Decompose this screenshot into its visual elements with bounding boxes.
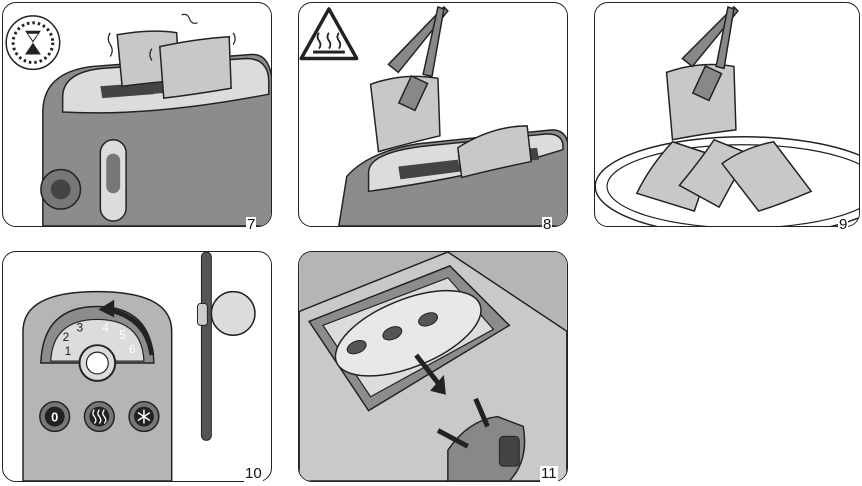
step-number-10: 10: [244, 465, 263, 482]
browning-knob[interactable]: [78, 344, 117, 382]
step-8-panel: [298, 2, 568, 227]
hot-surface-warning-icon: [299, 7, 359, 61]
step-7-panel: [2, 2, 272, 227]
toaster-popping-illustration: [5, 13, 271, 226]
stop-button[interactable]: 0: [39, 400, 71, 433]
step-10-panel: 1 2 3 4 5 6 0: [2, 251, 272, 482]
step-9-panel: [594, 2, 860, 227]
step-number-9: 9: [838, 216, 849, 233]
reheat-waves-icon: [92, 409, 107, 424]
defrost-snowflake-icon: [137, 409, 151, 424]
step-number-7: 7: [246, 216, 257, 233]
step-number-8: 8: [542, 216, 553, 233]
reheat-button[interactable]: [83, 400, 115, 433]
dial-level-6: 6: [129, 342, 136, 356]
control-panel-illustration: 1 2 3 4 5 6 0: [22, 252, 256, 481]
dial-level-1: 1: [65, 344, 72, 358]
step-number-11: 11: [540, 465, 558, 482]
stop-button-label: 0: [51, 410, 58, 425]
defrost-button[interactable]: [128, 400, 160, 433]
tongs-lifting-toast-illustration: [299, 5, 567, 226]
timer-hourglass-icon: [5, 15, 61, 71]
toast-on-plate-illustration: [595, 5, 859, 226]
dial-level-4: 4: [102, 320, 109, 334]
dial-level-2: 2: [63, 330, 70, 344]
unplug-socket-illustration: [299, 252, 567, 481]
dial-level-5: 5: [119, 328, 126, 342]
dial-level-3: 3: [77, 320, 84, 334]
step-11-panel: [298, 251, 568, 482]
